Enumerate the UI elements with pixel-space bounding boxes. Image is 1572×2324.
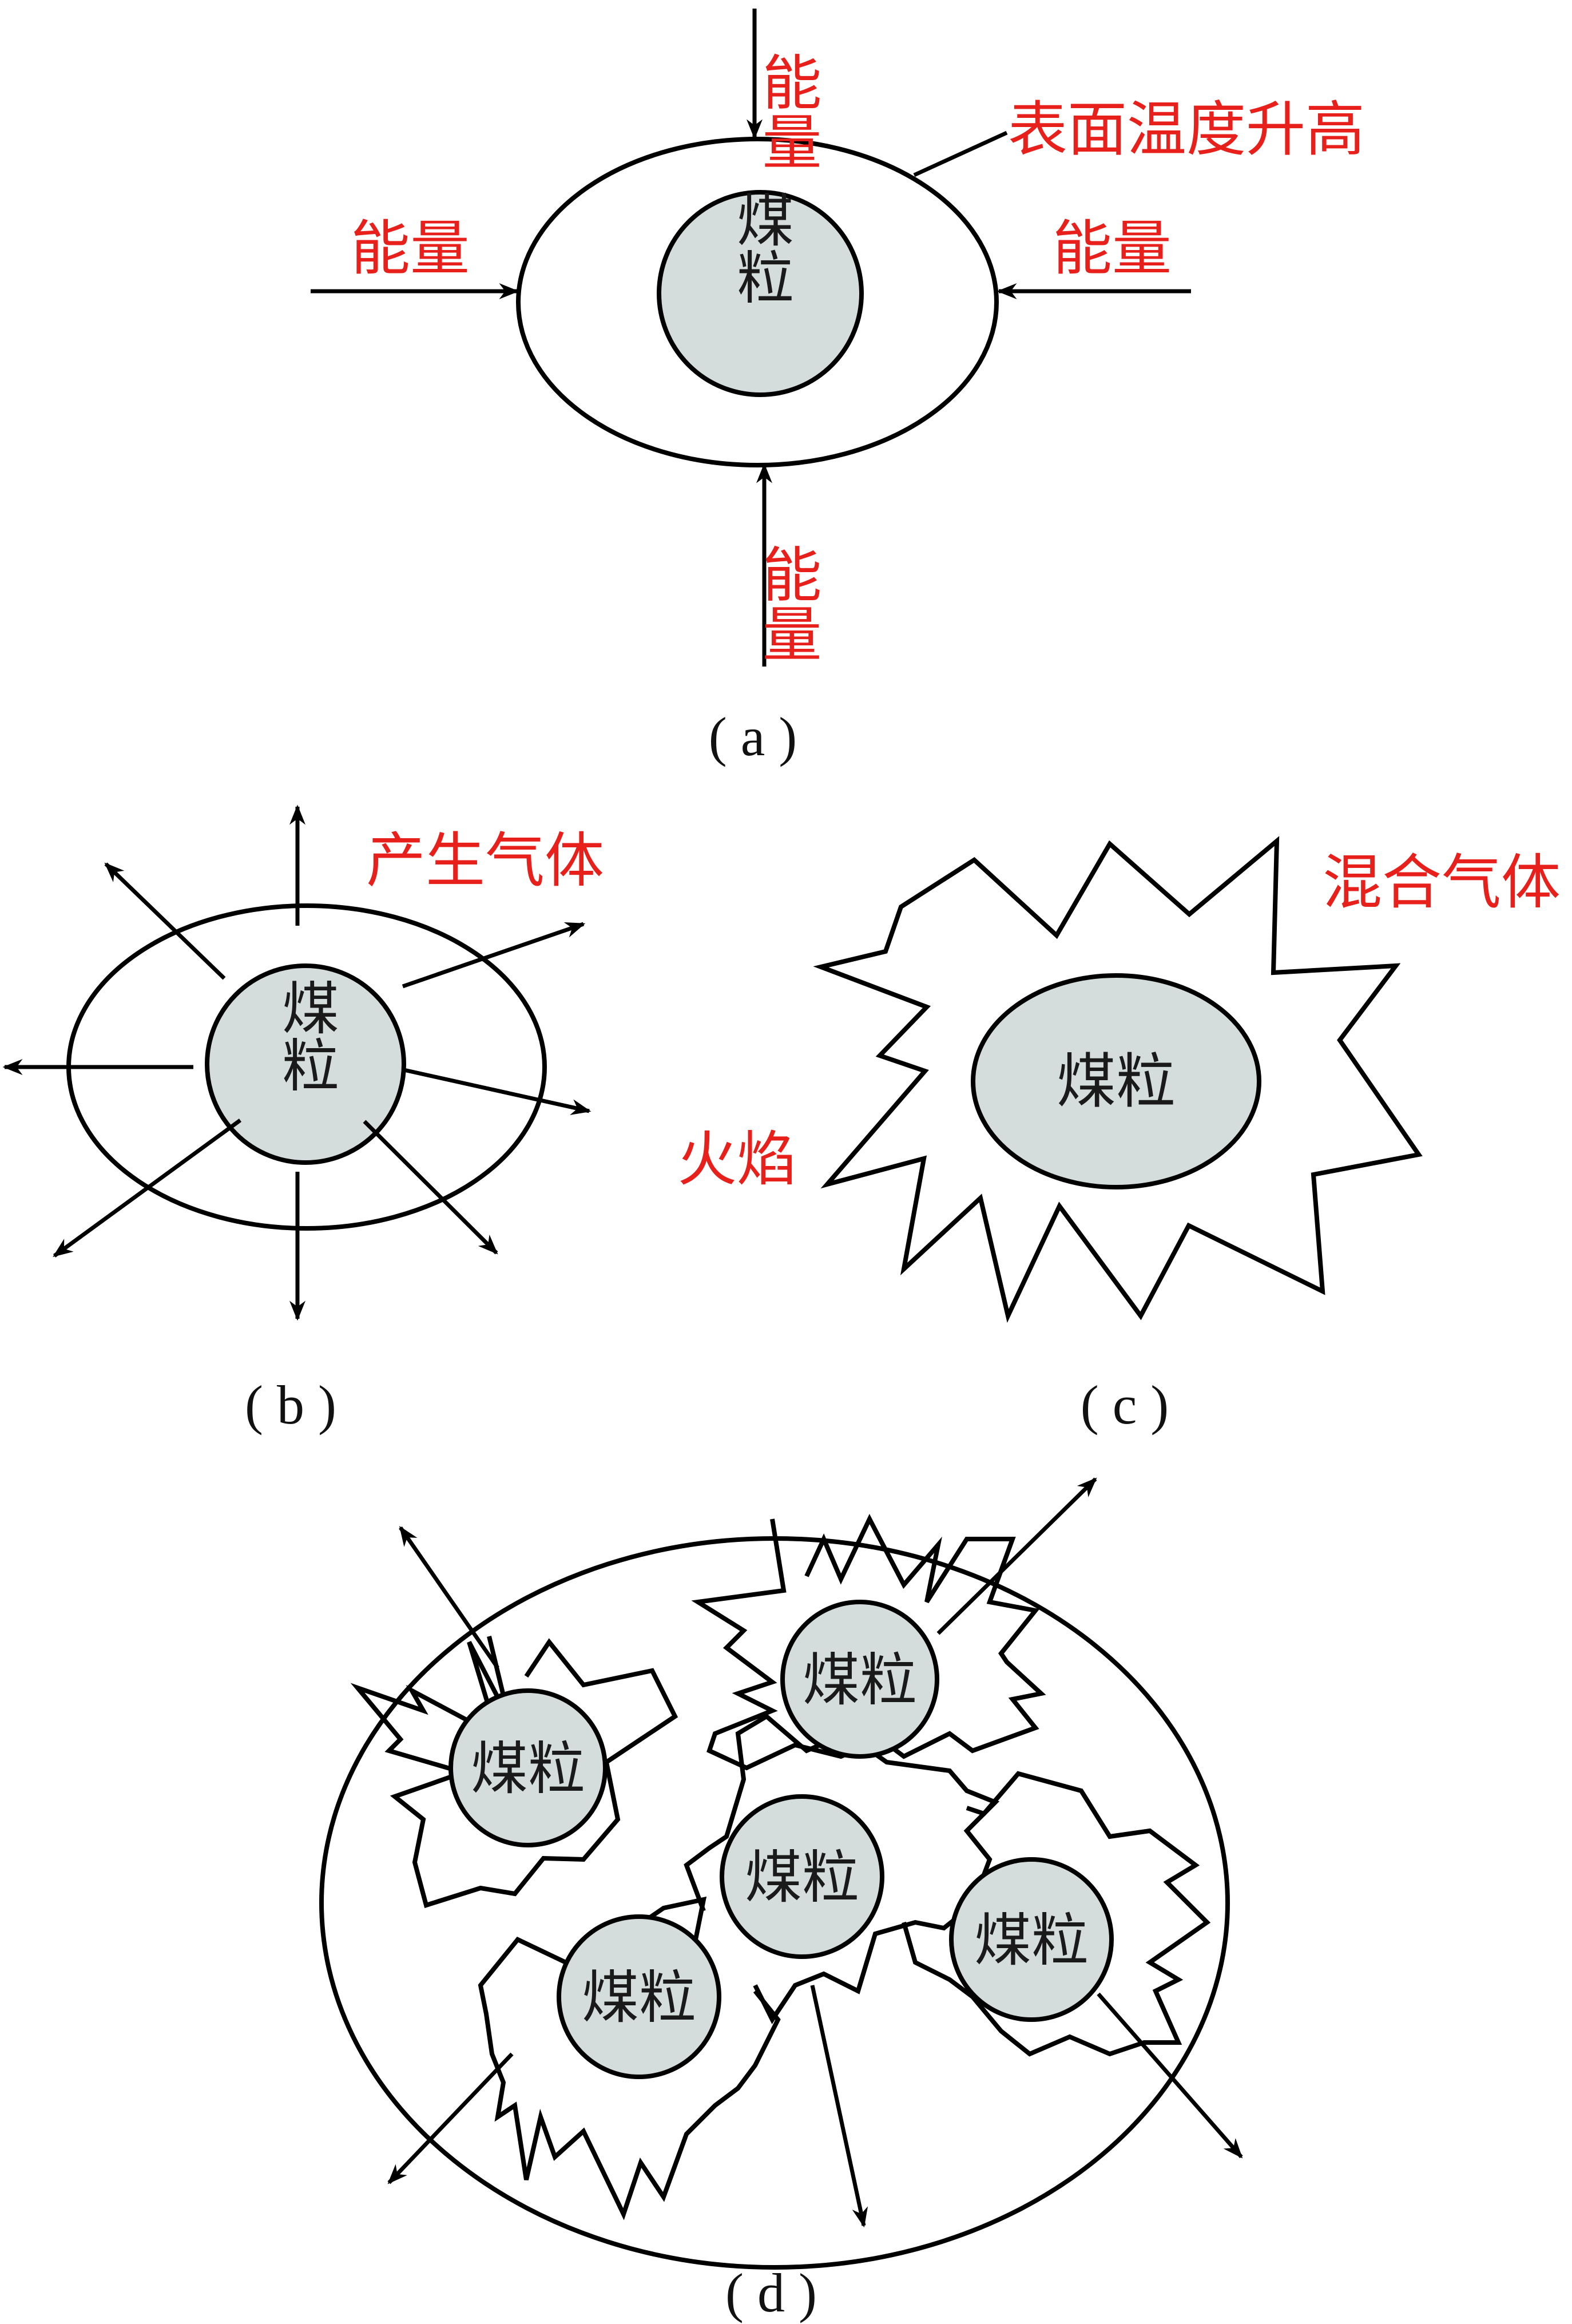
coal-particle <box>949 1857 1114 2022</box>
flame-outline <box>691 1514 1046 1771</box>
energy-label-top: 能量 <box>752 51 821 170</box>
coal-particle-label: 煤粒 <box>803 1647 917 1714</box>
flame-outline <box>902 1771 1211 2057</box>
coal-particle <box>971 973 1261 1189</box>
coal-particle <box>657 190 864 397</box>
energy-label-bottom: 能量 <box>752 544 821 663</box>
caption-a: ( a ) <box>709 706 797 767</box>
panel-b: 煤粒 产生气体 ( b ) <box>2 804 604 1435</box>
caption-d: ( d ) <box>725 2262 817 2323</box>
coal-particle <box>205 963 406 1165</box>
coal-particle <box>780 1600 939 1759</box>
coal-particle-label: 煤粒 <box>582 1964 696 2031</box>
mixed-gas-label: 混合气体 <box>1323 847 1561 917</box>
gas-arrow-upleft <box>104 862 226 980</box>
gas-arrow-upright <box>402 922 586 989</box>
gas-label: 产生气体 <box>366 826 604 895</box>
coal-particle-label: 煤粒 <box>272 978 339 1093</box>
coal-particle-label: 煤粒 <box>745 1844 859 1911</box>
panel-a: 煤粒 能量 能量 能量 能量 表面温度升高 ( a ) <box>311 9 1365 767</box>
coal-particle <box>448 1688 608 1847</box>
gas-arrow <box>387 2052 514 2184</box>
energy-label-right: 能量 <box>1053 213 1172 283</box>
surface-temp-label: 表面温度升高 <box>1008 94 1365 164</box>
gas-arrow-downright <box>363 1120 498 1255</box>
surface-leader-line <box>913 130 1008 177</box>
caption-b: ( b ) <box>245 1374 336 1435</box>
coal-particle-label: 煤粒 <box>727 191 794 305</box>
gas-arrow-downleft <box>53 1119 242 1258</box>
coal-particle <box>557 1914 721 2079</box>
panel-c: 煤粒 混合气体 火焰 ( c ) <box>677 836 1561 1435</box>
gas-arrow <box>936 1477 1097 1635</box>
gas-arrow-right <box>403 1068 592 1115</box>
flame-outline <box>350 1636 678 1909</box>
flame-outline <box>813 836 1423 1323</box>
coal-particle <box>720 1794 884 1959</box>
coal-particle-label: 煤粒 <box>471 1735 585 1802</box>
gas-arrow <box>399 1526 499 1669</box>
panel-d: 煤粒 煤粒 煤粒 煤粒 煤粒 ( d ) <box>319 1477 1243 2323</box>
gas-arrow <box>1097 1992 1243 2159</box>
caption-c: ( c ) <box>1081 1374 1169 1435</box>
svg-text:煤粒: 煤粒 <box>727 191 794 305</box>
gas-arrow <box>810 1985 868 2228</box>
energy-label-left: 能量 <box>351 213 470 283</box>
flame-label: 火焰 <box>677 1124 796 1194</box>
coal-particle-label: 煤粒 <box>1057 1046 1176 1116</box>
coal-particle-label: 煤粒 <box>974 1907 1089 1974</box>
flame-outline <box>684 1714 1000 2024</box>
